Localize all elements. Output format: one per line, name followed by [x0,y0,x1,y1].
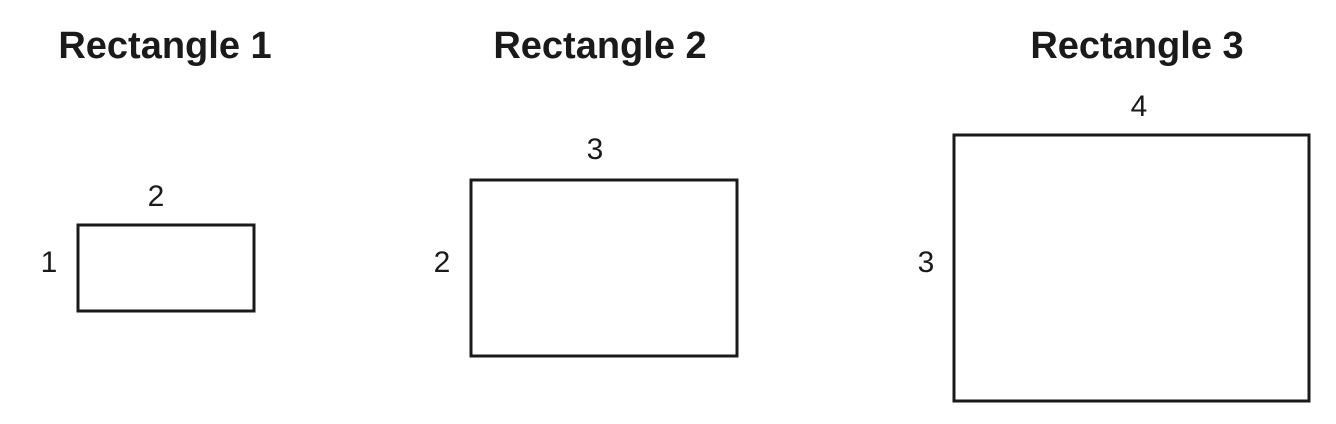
rectangle-1-group: Rectangle 1 2 1 [41,25,272,313]
rectangle-2-group: Rectangle 2 3 2 [434,25,739,358]
rectangle-1-shape [76,223,256,313]
rectangle-3-width-label: 4 [1131,90,1148,123]
rectangle-1-width-label: 2 [148,180,165,213]
rectangle-2-height-label: 2 [434,246,451,279]
rectangle-2-title: Rectangle 2 [493,25,706,67]
rectangle-2-width-label: 3 [587,133,604,166]
rectangle-1-height-label: 1 [41,246,58,279]
rectangle-2-shape [469,178,739,358]
rectangle-1-title: Rectangle 1 [58,25,271,67]
rectangle-3-shape [952,133,1311,403]
rectangle-3-title: Rectangle 3 [1030,25,1243,67]
rectangle-3-height-label: 3 [918,246,935,279]
rectangle-3-group: Rectangle 3 4 3 [918,25,1311,403]
